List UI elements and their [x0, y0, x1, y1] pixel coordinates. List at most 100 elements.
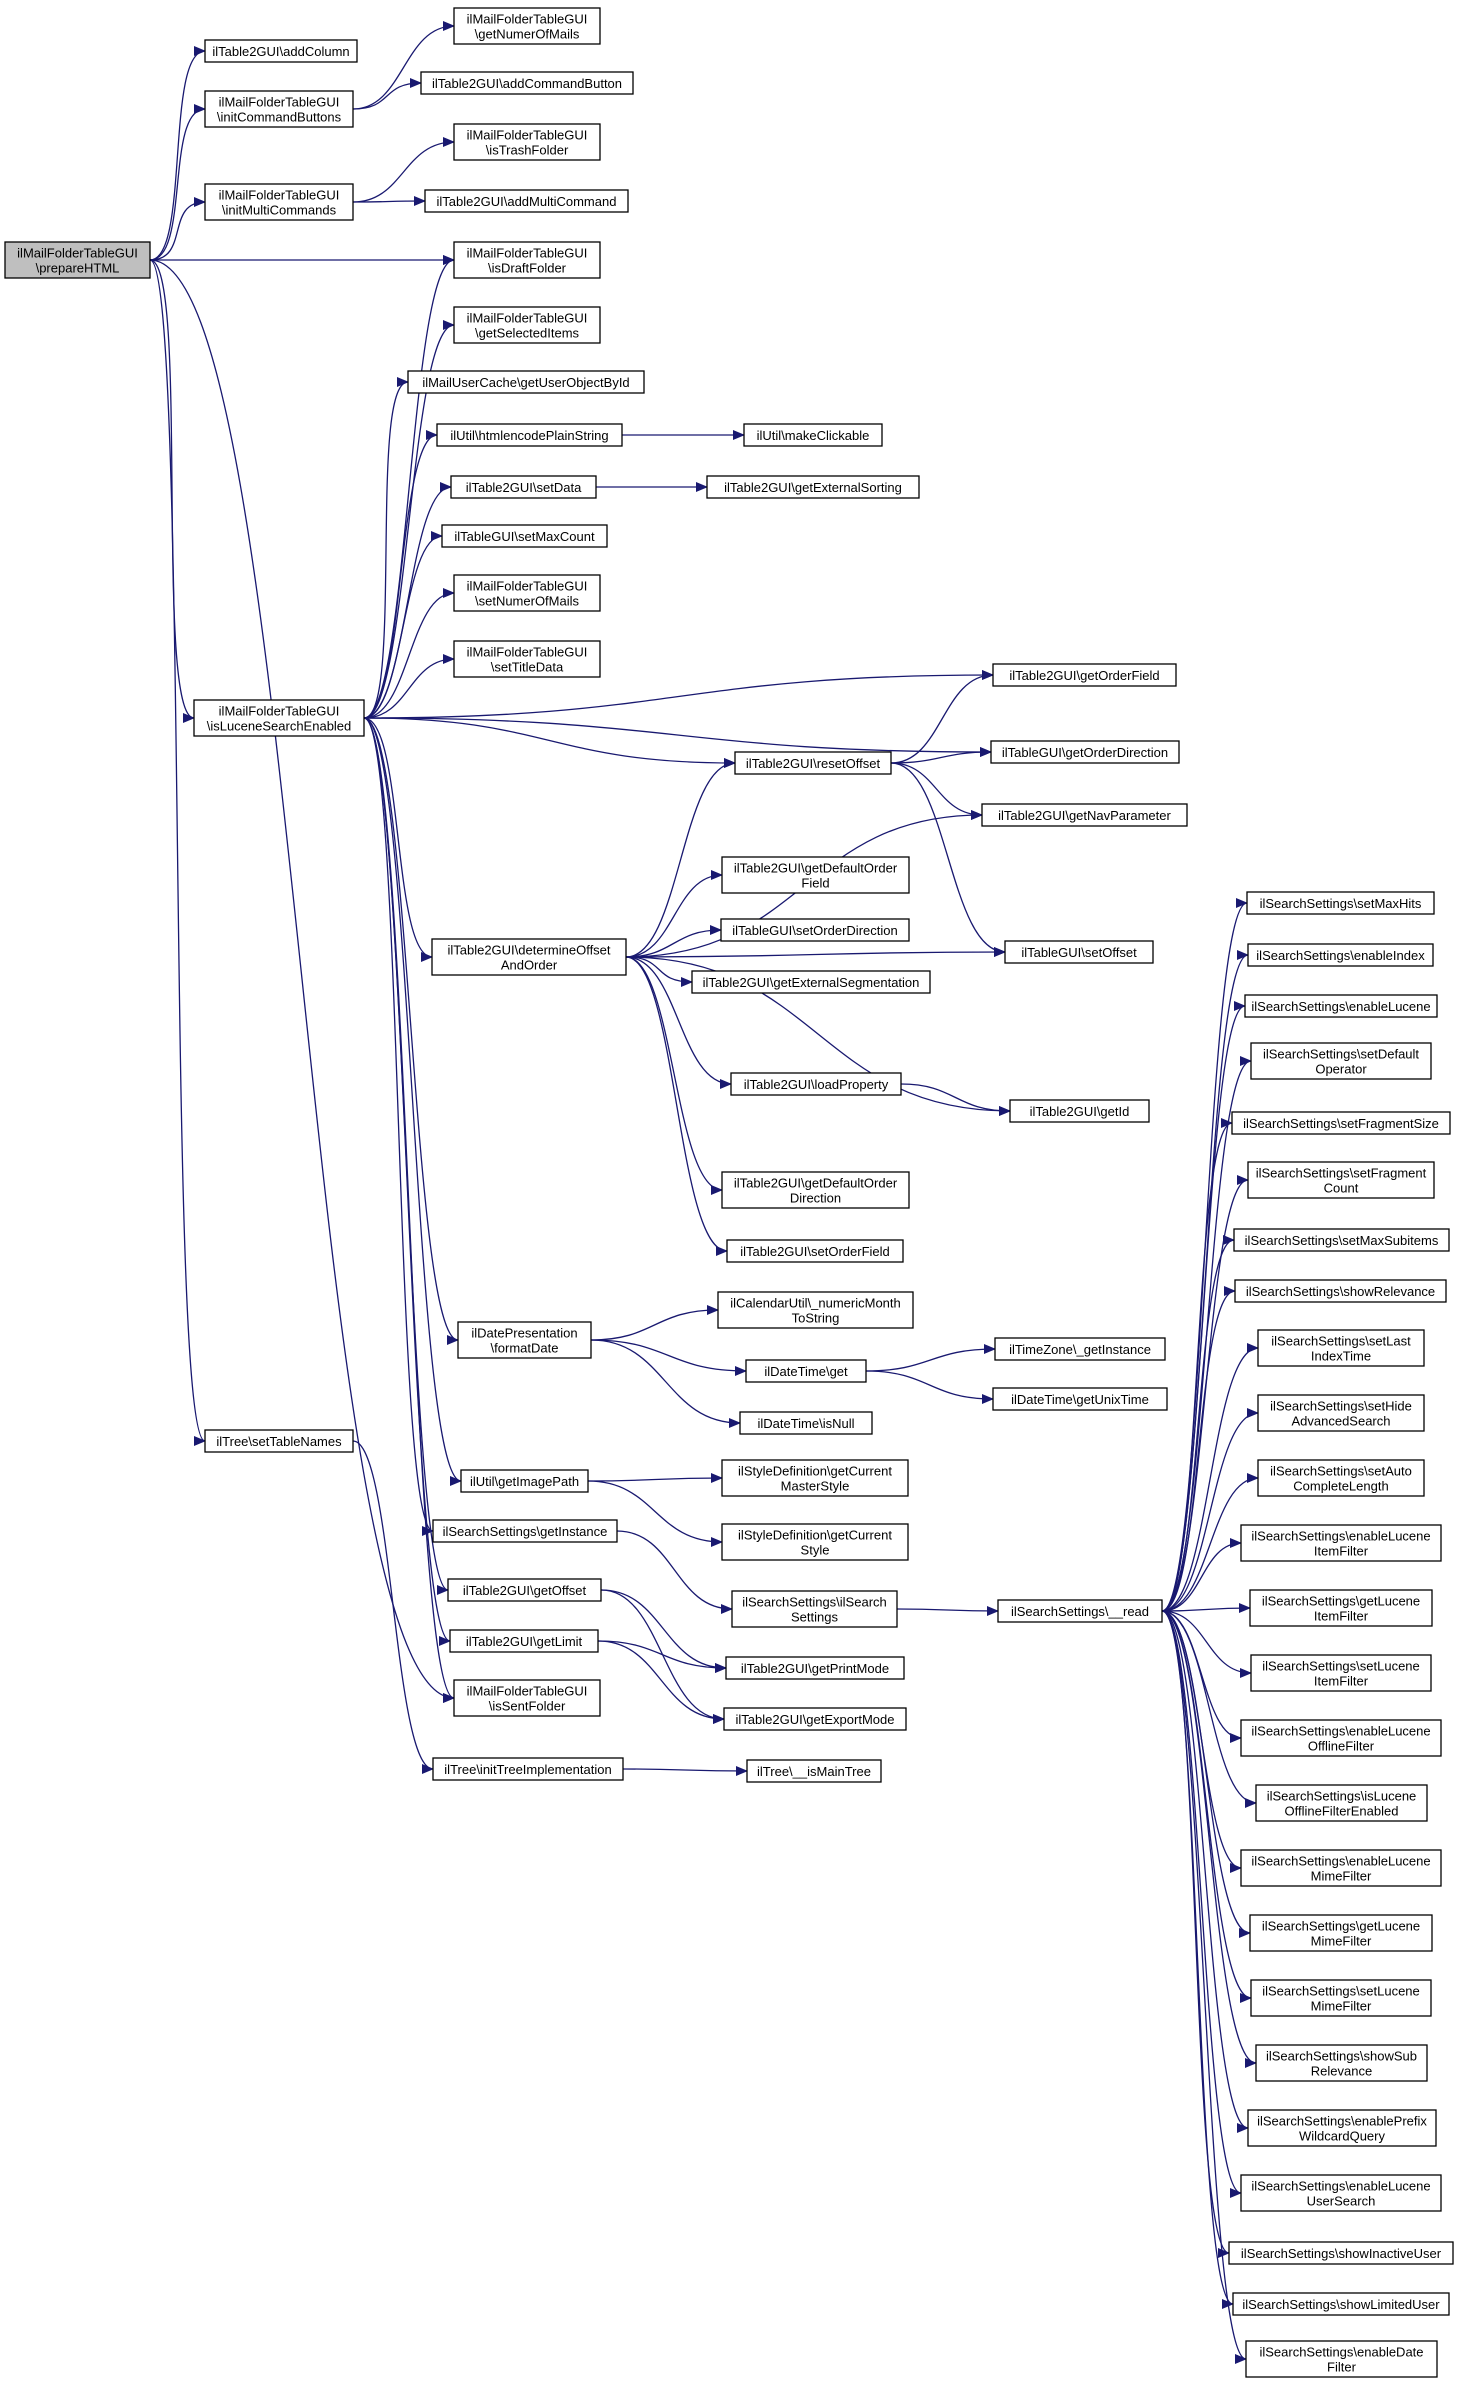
edge-arrow: [590, 1339, 741, 1428]
node-isLucene[interactable]: ilMailFolderTableGUI\isLuceneSearchEnabl…: [193, 699, 365, 737]
node-setNumerOfMails[interactable]: ilMailFolderTableGUI\setNumerOfMails: [453, 574, 601, 612]
edge-resetOffset-to-getNavParam: [890, 762, 983, 820]
edge-arrow: [625, 925, 722, 958]
node-isMainTree[interactable]: ilTree\__isMainTree: [746, 1759, 882, 1783]
edge-arrow: [363, 588, 455, 719]
node-label: \initCommandButtons: [217, 110, 342, 125]
node-box: [204, 183, 354, 221]
node-getId[interactable]: ilTable2GUI\getId: [1009, 1099, 1150, 1123]
node-isSent[interactable]: ilMailFolderTableGUI\isSentFolder: [453, 1679, 601, 1717]
node-isNull[interactable]: ilDateTime\isNull: [739, 1411, 873, 1435]
node-addColumn[interactable]: ilTable2GUI\addColumn: [204, 39, 358, 63]
node-setMaxCount[interactable]: ilTableGUI\setMaxCount: [441, 524, 608, 548]
node-label: ilDateTime\get: [764, 1364, 848, 1379]
node-s2[interactable]: ilSearchSettings\enableIndex: [1247, 943, 1434, 967]
node-loadProp[interactable]: ilTable2GUI\loadProperty: [730, 1072, 902, 1096]
node-getExtSeg[interactable]: ilTable2GUI\getExternalSegmentation: [691, 970, 931, 994]
node-getPrint[interactable]: ilTable2GUI\getPrintMode: [725, 1656, 905, 1680]
node-getOffset[interactable]: ilTable2GUI\getOffset: [447, 1578, 602, 1602]
node-formatDate[interactable]: ilDatePresentation\formatDate: [457, 1321, 592, 1359]
node-s3[interactable]: ilSearchSettings\enableLucene: [1244, 994, 1438, 1018]
node-getSelected[interactable]: ilMailFolderTableGUI\getSelectedItems: [453, 306, 601, 344]
node-s24[interactable]: ilSearchSettings\showLimitedUser: [1232, 2292, 1450, 2316]
node-label: ilSearchSettings\showLimitedUser: [1242, 2297, 1440, 2312]
node-s16[interactable]: ilSearchSettings\isLuceneOfflineFilterEn…: [1255, 1784, 1428, 1822]
node-s1[interactable]: ilSearchSettings\setMaxHits: [1246, 891, 1435, 915]
node-initMulti[interactable]: ilMailFolderTableGUI\initMultiCommands: [204, 183, 354, 221]
node-box: [990, 740, 1180, 764]
node-userCache[interactable]: ilMailUserCache\getUserObjectById: [407, 370, 645, 394]
edge-arrow: [890, 747, 992, 764]
node-label: ilUtil\htmlencodePlainString: [450, 428, 608, 443]
node-getNumerOfMails[interactable]: ilMailFolderTableGUI\getNumerOfMails: [453, 7, 601, 45]
node-label: ilSearchSettings\setAuto: [1270, 1464, 1412, 1479]
node-s8[interactable]: ilSearchSettings\showRelevance: [1234, 1279, 1447, 1303]
node-getExtSort[interactable]: ilTable2GUI\getExternalSorting: [706, 475, 920, 499]
node-resetOffset[interactable]: ilTable2GUI\resetOffset: [734, 751, 892, 775]
node-ssRead[interactable]: ilSearchSettings\__read: [997, 1599, 1163, 1623]
node-isDraft[interactable]: ilMailFolderTableGUI\isDraftFolder: [453, 241, 601, 279]
node-isTrash[interactable]: ilMailFolderTableGUI\isTrashFolder: [453, 123, 601, 161]
node-setTableNames[interactable]: ilTree\setTableNames: [204, 1429, 354, 1453]
node-s23[interactable]: ilSearchSettings\showInactiveUser: [1228, 2241, 1454, 2265]
node-getExport[interactable]: ilTable2GUI\getExportMode: [723, 1707, 907, 1731]
node-getLimit[interactable]: ilTable2GUI\getLimit: [449, 1629, 599, 1653]
node-s15[interactable]: ilSearchSettings\enableLuceneOfflineFilt…: [1240, 1719, 1442, 1757]
edge-arrow: [1161, 1610, 1247, 2364]
node-label: ilSearchSettings\setFragment: [1256, 1166, 1427, 1181]
node-addMulti[interactable]: ilTable2GUI\addMultiCommand: [424, 189, 629, 213]
node-label: AndOrder: [501, 958, 558, 973]
node-prepare[interactable]: ilMailFolderTableGUI\prepareHTML: [4, 241, 151, 279]
node-label: ilTable2GUI\getOrderField: [1009, 668, 1159, 683]
node-getOrderDir[interactable]: ilTableGUI\getOrderDirection: [990, 740, 1180, 764]
node-s7[interactable]: ilSearchSettings\setMaxSubitems: [1233, 1228, 1450, 1252]
node-initCmdBtn[interactable]: ilMailFolderTableGUI\initCommandButtons: [204, 90, 354, 128]
node-unixTime[interactable]: ilDateTime\getUnixTime: [992, 1387, 1168, 1411]
edge-arrow: [1161, 1408, 1259, 1612]
node-initTree[interactable]: ilTree\initTreeImplementation: [432, 1757, 624, 1781]
edge-getImagePath-to-curStyle: [587, 1480, 723, 1547]
node-dtGet[interactable]: ilDateTime\get: [745, 1359, 867, 1383]
node-setTitleData[interactable]: ilMailFolderTableGUI\setTitleData: [453, 640, 601, 678]
node-htmlenc[interactable]: ilUtil\htmlencodePlainString: [436, 423, 623, 447]
node-ssCtor[interactable]: ilSearchSettings\ilSearchSettings: [731, 1590, 898, 1628]
edge-getLimit-to-getExport: [597, 1640, 725, 1724]
node-makeClick[interactable]: ilUtil\makeClickable: [743, 423, 883, 447]
node-addCmdBtn[interactable]: ilTable2GUI\addCommandButton: [420, 71, 634, 95]
node-getOrderField[interactable]: ilTable2GUI\getOrderField: [992, 663, 1177, 687]
node-setData[interactable]: ilTable2GUI\setData: [450, 475, 597, 499]
node-label: ilMailUserCache\getUserObjectById: [422, 375, 629, 390]
edge-arrow: [587, 1473, 723, 1484]
node-s21[interactable]: ilSearchSettings\enablePrefixWildcardQue…: [1247, 2109, 1437, 2147]
edge-isLucene-to-isSent: [363, 717, 455, 1703]
node-tzInst[interactable]: ilTimeZone\_getInstance: [994, 1337, 1166, 1361]
node-label: ilMailFolderTableGUI: [467, 1684, 588, 1699]
node-ssGetInst[interactable]: ilSearchSettings\getInstance: [432, 1519, 618, 1543]
node-setOrderField[interactable]: ilTable2GUI\setOrderField: [726, 1239, 904, 1263]
node-s5[interactable]: ilSearchSettings\setFragmentSize: [1231, 1111, 1451, 1135]
node-setOrderDir[interactable]: ilTableGUI\setOrderDirection: [720, 918, 910, 942]
node-getNavParam[interactable]: ilTable2GUI\getNavParameter: [981, 803, 1188, 827]
node-setOffset[interactable]: ilTableGUI\setOffset: [1004, 940, 1154, 964]
node-getImagePath[interactable]: ilUtil\getImagePath: [460, 1469, 589, 1493]
